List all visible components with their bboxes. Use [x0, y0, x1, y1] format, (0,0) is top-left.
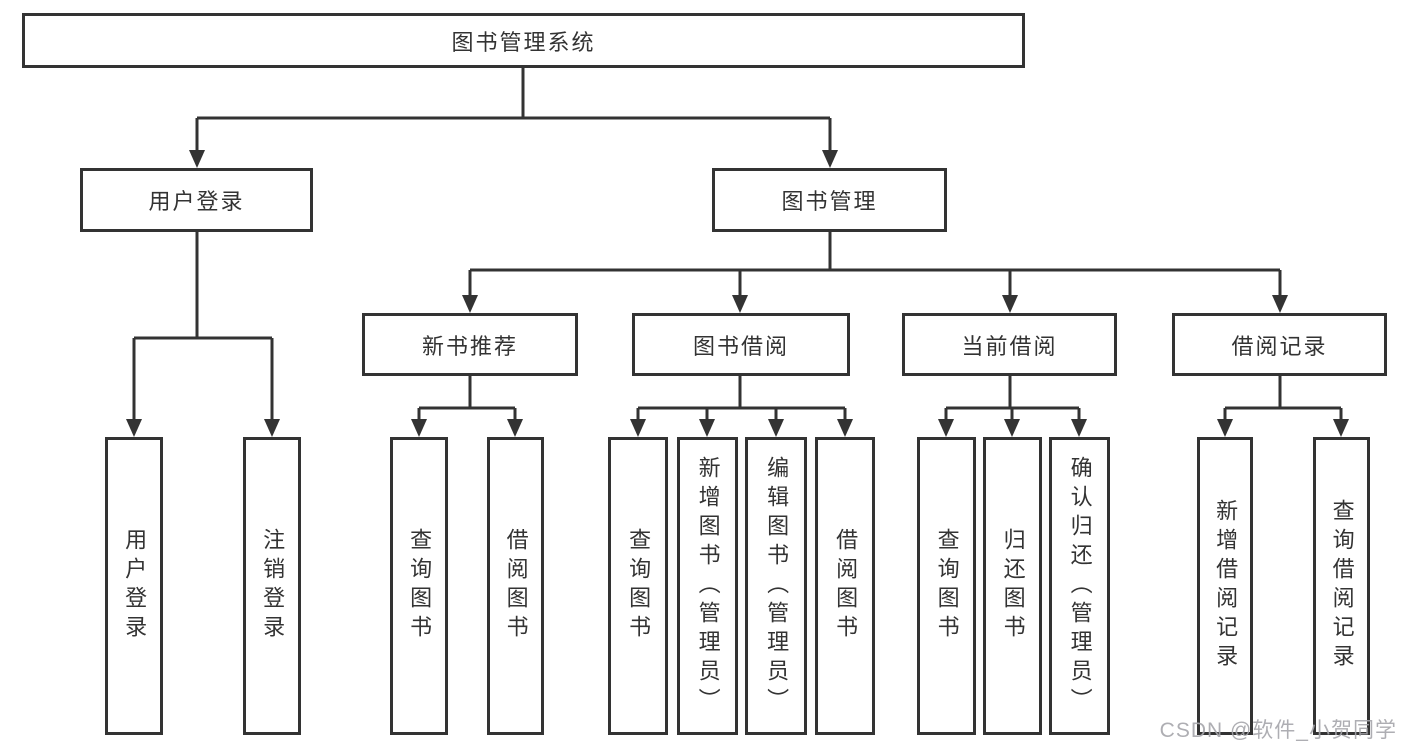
leaf-current-confirm-return-admin-label: 确认归还（管理员）: [1067, 455, 1093, 717]
leaf-current-return-books-label: 归还图书: [1000, 528, 1026, 644]
arrowheads: [126, 150, 1349, 437]
leaf-borrow-add-books-admin-label: 新增图书（管理员）: [695, 455, 721, 717]
leaf-records-query-record: 查询借阅记录: [1313, 437, 1370, 735]
leaf-records-add-record: 新增借阅记录: [1197, 437, 1253, 735]
leaf-user-login: 用户登录: [105, 437, 163, 735]
leaf-records-query-record-label: 查询借阅记录: [1329, 499, 1355, 673]
node-user-login: 用户登录: [80, 168, 313, 232]
leaf-recommend-borrow-books: 借阅图书: [487, 437, 544, 735]
leaf-user-login-label: 用户登录: [122, 528, 148, 644]
node-book-borrow: 图书借阅: [632, 313, 850, 376]
leaf-current-return-books: 归还图书: [983, 437, 1042, 735]
leaf-borrow-edit-books-admin-label: 编辑图书（管理员）: [764, 455, 790, 717]
node-current-borrow: 当前借阅: [902, 313, 1117, 376]
leaf-logout-label: 注销登录: [260, 528, 286, 644]
leaf-borrow-borrow-books: 借阅图书: [815, 437, 875, 735]
leaf-records-add-record-label: 新增借阅记录: [1213, 499, 1239, 673]
leaf-borrow-edit-books-admin: 编辑图书（管理员）: [745, 437, 807, 735]
node-book-management: 图书管理: [712, 168, 947, 232]
leaf-recommend-query-books: 查询图书: [390, 437, 448, 735]
leaf-current-query-books-label: 查询图书: [934, 528, 960, 644]
leaf-recommend-query-books-label: 查询图书: [407, 528, 433, 644]
leaf-recommend-borrow-books-label: 借阅图书: [503, 528, 529, 644]
leaf-current-confirm-return-admin: 确认归还（管理员）: [1049, 437, 1110, 735]
csdn-watermark: CSDN @软件_小贺同学: [1159, 719, 1397, 742]
leaf-borrow-query-books-label: 查询图书: [626, 528, 652, 644]
leaf-current-query-books: 查询图书: [917, 437, 976, 735]
leaf-borrow-borrow-books-label: 借阅图书: [833, 528, 859, 644]
node-new-book-recommend: 新书推荐: [362, 313, 578, 376]
leaf-borrow-add-books-admin: 新增图书（管理员）: [677, 437, 738, 735]
leaf-logout: 注销登录: [243, 437, 301, 735]
leaf-borrow-query-books: 查询图书: [608, 437, 668, 735]
node-root-system: 图书管理系统: [22, 13, 1025, 68]
node-borrow-records: 借阅记录: [1172, 313, 1387, 376]
